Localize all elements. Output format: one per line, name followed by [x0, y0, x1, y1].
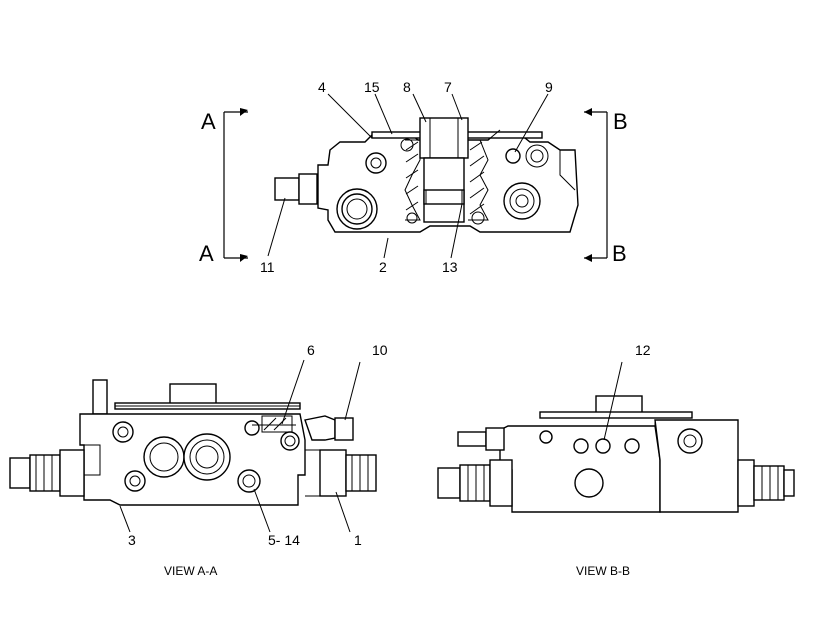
plug-5-14: [237, 469, 261, 493]
callout-13: 13: [442, 259, 458, 275]
callout-7: 7: [444, 79, 452, 95]
section-b-top-label: B: [613, 109, 628, 134]
callout-5-14: 5- 14: [268, 532, 300, 548]
top-view: [274, 117, 579, 233]
callout-10: 10: [372, 342, 388, 358]
plug-15: [365, 152, 387, 174]
top-leaders: [267, 93, 549, 259]
section-b-markers: B B: [584, 108, 628, 266]
view-aa: [9, 359, 377, 533]
plug-7-8: [419, 117, 469, 159]
seal-13: [423, 189, 465, 205]
callout-12: 12: [635, 342, 651, 358]
callout-2: 2: [379, 259, 387, 275]
callout-15: 15: [364, 79, 380, 95]
fitting-11: [274, 177, 300, 201]
view-bb: [437, 361, 795, 513]
caption-view-bb: VIEW B-B: [576, 564, 630, 578]
caption-view-aa: VIEW A-A: [164, 564, 217, 578]
callout-9: 9: [545, 79, 553, 95]
callout-1: 1: [354, 532, 362, 548]
plug-12: [595, 438, 611, 454]
section-a-markers: A A: [199, 108, 248, 266]
callout-4: 4: [318, 79, 326, 95]
port-right: [503, 182, 541, 220]
section-a-bottom-label: A: [199, 241, 214, 266]
callout-8: 8: [403, 79, 411, 95]
callout-6: 6: [307, 342, 315, 358]
callout-3: 3: [128, 532, 136, 548]
plug-9: [505, 148, 521, 164]
section-b-bottom-label: B: [612, 241, 627, 266]
section-a-top-label: A: [201, 109, 216, 134]
callout-11: 11: [260, 259, 275, 275]
